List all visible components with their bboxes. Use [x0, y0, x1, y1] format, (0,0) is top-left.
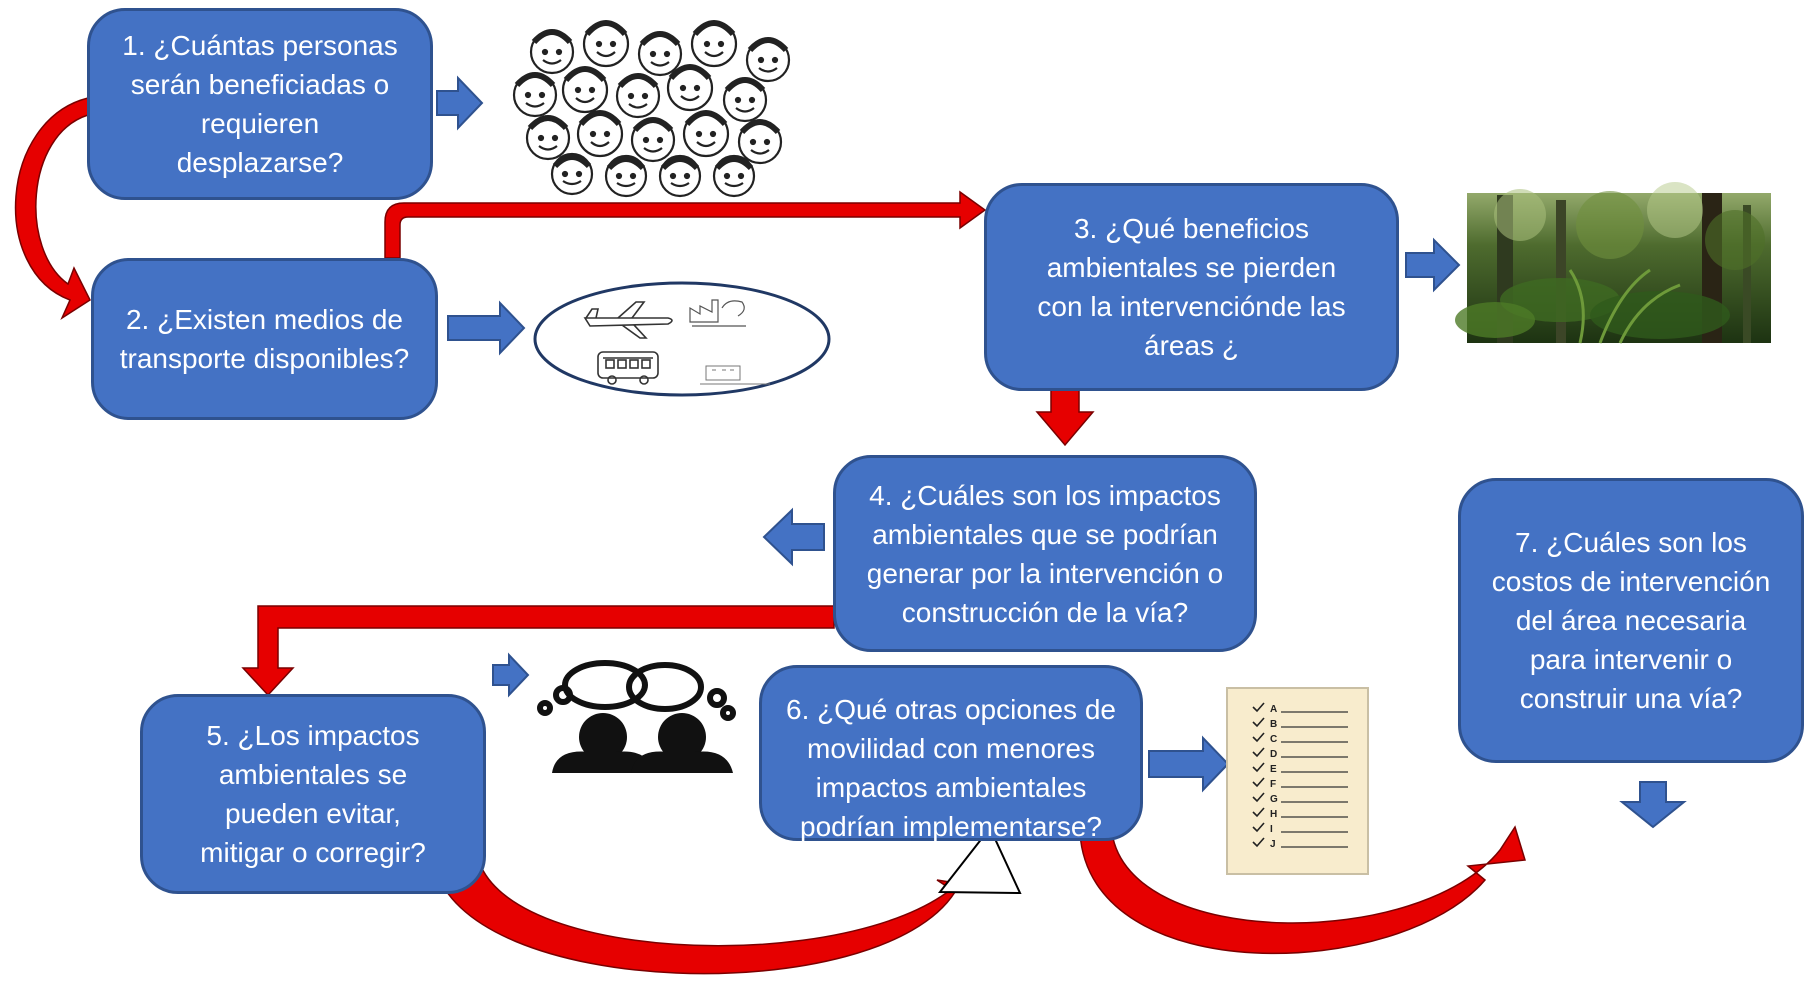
- face-icon: [630, 117, 676, 163]
- face-icon: [658, 154, 702, 198]
- check-icon: [1252, 762, 1265, 773]
- check-icon: [1252, 747, 1265, 758]
- checklist-letter: E: [1270, 764, 1277, 775]
- face-icon: [582, 20, 630, 68]
- face-icon: [737, 119, 783, 165]
- step-2-text: 2. ¿Existen medios de transporte disponi…: [119, 304, 410, 374]
- step-1-box: 1. ¿Cuántas personas serán beneficiadas …: [87, 8, 433, 200]
- face-icon: [637, 31, 683, 77]
- checklist-row: E: [1252, 762, 1348, 775]
- step-2-box: 2. ¿Existen medios de transporte disponi…: [91, 258, 438, 420]
- step-6-text: 6. ¿Qué otras opciones de movilidad con …: [786, 694, 1116, 842]
- face-icon: [529, 29, 575, 75]
- checklist-row: D: [1252, 747, 1348, 760]
- face-icon: [615, 73, 661, 119]
- blue-arrow-6: [1148, 735, 1230, 793]
- transport-image: [533, 281, 831, 397]
- step-7-box: 7. ¿Cuáles son los costos de intervenció…: [1458, 478, 1804, 763]
- face-icon: [666, 64, 714, 112]
- face-icon: [690, 20, 738, 68]
- blue-arrow-3: [1405, 237, 1461, 293]
- checklist-letter: D: [1270, 749, 1277, 760]
- face-icon: [682, 110, 730, 158]
- checklist-letter: F: [1270, 779, 1276, 790]
- step-5-box: 5. ¿Los impactos ambientales se pueden e…: [140, 694, 486, 894]
- checklist-row: G: [1252, 792, 1348, 805]
- blue-arrow-4: [762, 507, 825, 567]
- face-icon: [550, 152, 594, 196]
- step-6-box: 6. ¿Qué otras opciones de movilidad con …: [759, 665, 1143, 842]
- person-icon: [552, 713, 654, 773]
- checklist-letter: I: [1270, 824, 1273, 835]
- face-icon: [604, 154, 648, 198]
- checklist-row: B: [1252, 717, 1348, 730]
- factory-icon: [689, 299, 746, 327]
- blue-arrow-7: [1619, 781, 1687, 829]
- step-3-text: 3. ¿Qué beneficios ambientales se pierde…: [1037, 213, 1346, 361]
- check-icon: [1252, 807, 1265, 818]
- checklist-letter: H: [1270, 809, 1277, 820]
- check-icon: [1252, 822, 1265, 833]
- checklist-letter: G: [1270, 794, 1278, 805]
- face-icon: [722, 77, 768, 123]
- check-icon: [1252, 777, 1265, 788]
- face-icon: [576, 110, 624, 158]
- checklist-row: I: [1252, 822, 1348, 835]
- thought-bubbles-icon: [537, 660, 736, 721]
- forest-image: [1455, 182, 1771, 344]
- step-4-box: 4. ¿Cuáles son los impactos ambientales …: [833, 455, 1257, 652]
- bus-icon: [597, 351, 659, 385]
- crowd-image: [512, 20, 791, 198]
- step-5-text: 5. ¿Los impactos ambientales se pueden e…: [200, 720, 426, 868]
- airplane-icon: [583, 301, 673, 339]
- checklist-row: H: [1252, 807, 1348, 820]
- step-1-text: 1. ¿Cuántas personas serán beneficiadas …: [122, 30, 398, 178]
- face-icon: [712, 154, 756, 198]
- check-icon: [1252, 732, 1265, 743]
- checklist-row: F: [1252, 777, 1348, 790]
- red-arrow-6-to-7: [1079, 825, 1526, 955]
- check-icon: [1252, 792, 1265, 803]
- face-icon: [561, 66, 609, 114]
- checklist-row: C: [1252, 732, 1348, 745]
- checklist-letter: J: [1270, 839, 1276, 850]
- step-7-text: 7. ¿Cuáles son los costos de intervenció…: [1491, 527, 1771, 714]
- checklist-row: A: [1252, 702, 1348, 715]
- train-icon: [700, 365, 770, 385]
- face-icon: [525, 115, 571, 161]
- step-3-box: 3. ¿Qué beneficios ambientales se pierde…: [984, 183, 1399, 391]
- red-arrow-5-to-6: [433, 826, 1022, 975]
- people-thinking-image: [537, 660, 736, 773]
- checklist-row: J: [1252, 837, 1348, 850]
- red-arrow-1-to-2: [14, 97, 91, 320]
- check-icon: [1252, 702, 1265, 713]
- blue-arrow-5: [492, 652, 530, 698]
- checklist-letter: C: [1270, 734, 1277, 745]
- red-arrow-2-to-3: [384, 190, 987, 259]
- face-icon: [745, 37, 791, 83]
- blue-arrow-1: [436, 75, 484, 131]
- checklist-letter: B: [1270, 719, 1277, 730]
- person-icon: [631, 713, 733, 773]
- red-arrow-4-to-5: [241, 605, 835, 697]
- checklist-letter: A: [1270, 704, 1277, 715]
- face-icon: [512, 72, 558, 118]
- step-4-text: 4. ¿Cuáles son los impactos ambientales …: [866, 479, 1224, 628]
- blue-arrow-2: [447, 300, 526, 356]
- check-icon: [1252, 837, 1265, 848]
- white-arrowhead-6: [937, 826, 1022, 895]
- check-icon: [1252, 717, 1265, 728]
